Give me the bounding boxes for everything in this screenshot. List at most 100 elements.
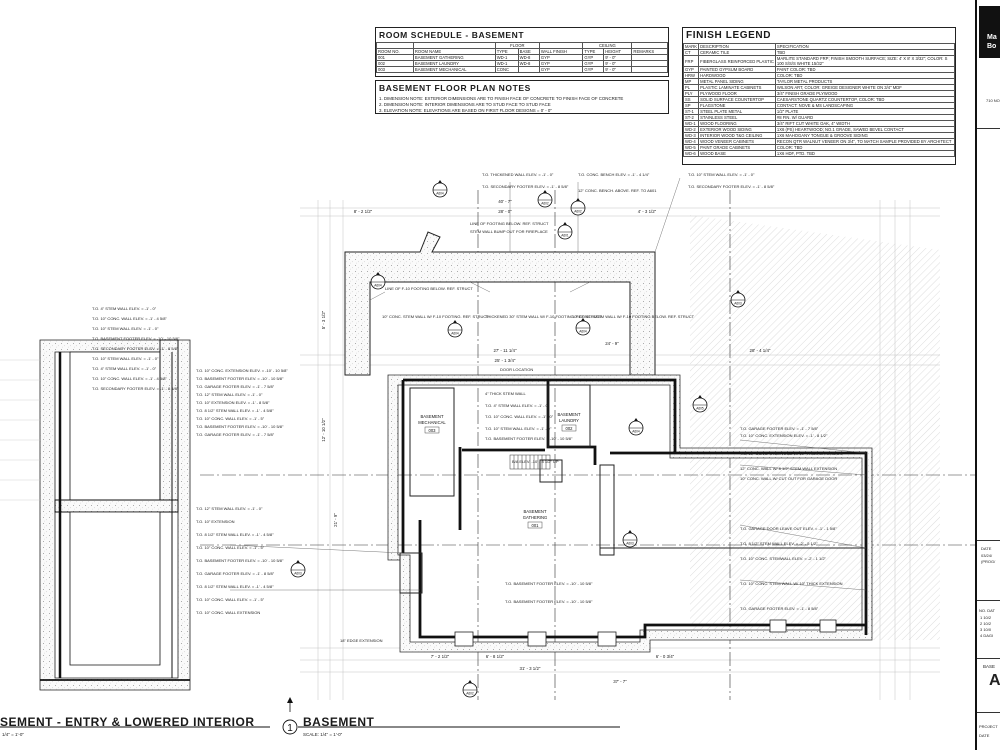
left-view-title: SEMENT - ENTRY & LOWERED INTERIOR	[0, 715, 255, 729]
elevation-note: T.O. 10" CONC. WALL ELEV. = -1' - 4 5/8"	[92, 376, 167, 381]
elevation-note: 4" THICK STEM WALL	[485, 391, 527, 396]
north-arrow-icon	[287, 697, 293, 712]
elevation-note: T.O. 10" CONC. STEM WALL W/ 10" THICK EX…	[740, 581, 843, 586]
list-item: 3. ELEVATION NOTE: ELEVATIONS ARE BASED …	[379, 108, 552, 113]
elevation-note: T.O. 10" STEM WALL ELEV. = -1' - 0"	[92, 356, 159, 361]
svg-text:LAUNDRY: LAUNDRY	[559, 418, 579, 423]
svg-text:003: 003	[429, 428, 437, 433]
svg-text:001: 001	[532, 523, 540, 528]
dimension-label: 24' - 9"	[605, 341, 619, 346]
stairs	[509, 454, 551, 470]
section-mark-label: A603	[626, 542, 634, 546]
elevation-note: T.O. 10" CONC. WALL EXTENSION	[196, 610, 260, 615]
entry-annotations: T.O. 4" STEM WALL ELEV. = -1' - 0"T.O. 1…	[92, 306, 288, 615]
section-mark-label: A604	[374, 284, 382, 288]
dimension-label: 6' - 0 3/4"	[656, 654, 675, 659]
section-mark-label: A604	[632, 430, 640, 434]
elevation-note: T.O. BASEMENT FOOTER ELEV. = -10' - 10 5…	[196, 376, 284, 381]
footing-pads	[454, 619, 837, 647]
revision-4: 4 DAGI	[980, 633, 994, 638]
elevation-note: T.O. 10" CONC. STEMWALL ELEV. = -2' - 1 …	[740, 556, 827, 561]
elevation-note: T.O. 10" EXTENSION	[196, 519, 235, 524]
section-mark-label: A603	[734, 302, 742, 306]
firm-logo	[979, 6, 1000, 58]
elevation-note: T.O. SECONDARY FOOTER ELEV. = -1' - 8 5/…	[688, 184, 775, 189]
elevation-note: LINE OF FOOTING BELOW. REF. STRUCT	[470, 221, 549, 226]
elevation-note: T.O. BASEMENT FOOTER ELEV. = -10' - 10 5…	[92, 336, 180, 341]
list-item: 2. DIMENSION NOTE: INTERIOR DIMENSIONS A…	[379, 102, 551, 107]
elevation-note: T.O. 10" CONC. STEM WALL W/ 10" THICK EX…	[740, 451, 843, 456]
dimension-label: 21' - 9"	[333, 513, 338, 527]
section-mark: A604	[447, 320, 463, 338]
leader-lines	[229, 177, 867, 591]
section-mark-pointer-icon	[736, 290, 740, 293]
upper-stem-wall	[344, 231, 656, 376]
table-cell	[517, 66, 540, 73]
section-mark: A604	[370, 272, 386, 290]
floor-plan-notes-list: 1. DIMENSION NOTE: EXTERIOR DIMENSIONS A…	[376, 95, 668, 115]
partition-walls	[399, 384, 866, 594]
sheet-number: A	[989, 672, 1000, 689]
table-cell: 003	[376, 66, 414, 73]
date-value-1: 03/24/	[981, 553, 993, 558]
room-schedule: ROOM SCHEDULE - BASEMENT FLOOR CEILING R…	[375, 27, 669, 77]
left-view-scale: 1/4" = 1'-0"	[2, 732, 24, 737]
room-tag-laundry: BASEMENT LAUNDRY 002	[557, 412, 581, 432]
section-mark-label: A604	[579, 330, 587, 334]
section-mark: A602	[462, 680, 478, 698]
tb-divider-4	[977, 658, 1000, 659]
dimension-label: 12' - 10 1/2"	[321, 418, 326, 442]
footing-ring	[387, 374, 873, 653]
section-mark-label: A602	[541, 202, 549, 206]
dimension-label: 28' - 4 1/4"	[750, 348, 771, 353]
svg-text:GATHERING: GATHERING	[523, 515, 548, 520]
elevation-note: T.O. 10" STEM WALL ELEV. = -1' - 0"	[485, 426, 552, 431]
elevation-note: T.O. CONC. BENCH ELEV. = -1' - 4 1/4"	[578, 172, 650, 177]
elevation-note: T.O. 10" CONC. WALL ELEV. = -1' - 0"	[485, 414, 554, 419]
dimension-label: 5' - 3 1/2"	[321, 310, 326, 329]
section-mark-pointer-icon	[576, 198, 580, 201]
elevation-note: T.O. THICKENED WALL ELEV. = -1' - 0"	[482, 172, 554, 177]
section-mark-label: A604	[451, 332, 459, 336]
entry-plan-left	[0, 339, 191, 691]
elevation-note: T.O. 10" CONC. EXTENSION ELEV. = -10' - …	[196, 368, 288, 373]
svg-text:MECHANICAL: MECHANICAL	[418, 420, 446, 425]
elevation-note: T.O. 8 1/2" STEM WALL ELEV. = -1' - 4 5/…	[196, 532, 274, 537]
elevation-note: T.O. GARAGE FOOTER ELEV. = -1' - 7 5/8"	[196, 384, 275, 389]
elevation-note: 10" CONC. STEM WALL W/ F-10 FOOTING BELO…	[572, 314, 695, 319]
tb-divider-2	[977, 540, 1000, 541]
elevation-note: LINE OF F-10 FOOTING BELOW. REF. STRUCT	[385, 286, 473, 291]
finish-legend-title: FINISH LEGEND	[686, 30, 772, 41]
section-mark: A604	[628, 418, 644, 436]
section-mark-pointer-icon	[563, 222, 567, 225]
section-mark-label: A602	[574, 210, 582, 214]
svg-text:002: 002	[566, 426, 574, 431]
footing-extension-label: 18" EDGE EXTENSION	[340, 638, 383, 643]
elevation-note: 10" CONC. STEM WALL W/ F-10 FOOTING. REF…	[382, 314, 489, 319]
site-hatch	[690, 215, 940, 640]
firm-name-line2: Bo	[987, 43, 997, 50]
elevation-note: T.O. GARAGE DOOR LEAVE OUT ELEV. = -1' -…	[740, 526, 837, 531]
tb-divider-3	[977, 600, 1000, 601]
section-mark: A604	[432, 180, 448, 198]
elevation-note: T.O. 8 1/2" STEM WALL ELEV. = -1' - 4 5/…	[196, 408, 274, 413]
dimension-label: 7' - 2 1/2"	[431, 654, 450, 659]
footer-date-label: DATE	[979, 733, 990, 738]
elevation-note: T.O. 12" STEM WALL ELEV. = -1' - 0"	[196, 392, 263, 397]
table-cell: WD-6	[682, 150, 700, 157]
table-cell	[631, 66, 668, 73]
section-mark-pointer-icon	[543, 190, 547, 193]
room-tag-mechanical: BASEMENT MECHANICAL 003	[418, 414, 446, 434]
elevation-note: T.O. 8 1/2" STEM WALL ELEV. = -2' - 5 1/…	[740, 541, 818, 546]
elevation-note: B/A ELEV. -10' - 8 1/2" UP	[512, 459, 559, 464]
section-mark: A603	[290, 560, 306, 578]
project-label: PROJECT	[979, 724, 998, 729]
dimension-label: 28' - 0"	[498, 209, 512, 214]
elevation-note: T.O. GARAGE FOOTER ELEV. = -1' - 8 5/8"	[196, 571, 275, 576]
dimensions: 8' - 2 1/2"28' - 0"4' - 3 1/2"40' - 7"27…	[321, 199, 771, 684]
main-view-scale: SCALE: 1/4" = 1'-0"	[303, 732, 343, 737]
